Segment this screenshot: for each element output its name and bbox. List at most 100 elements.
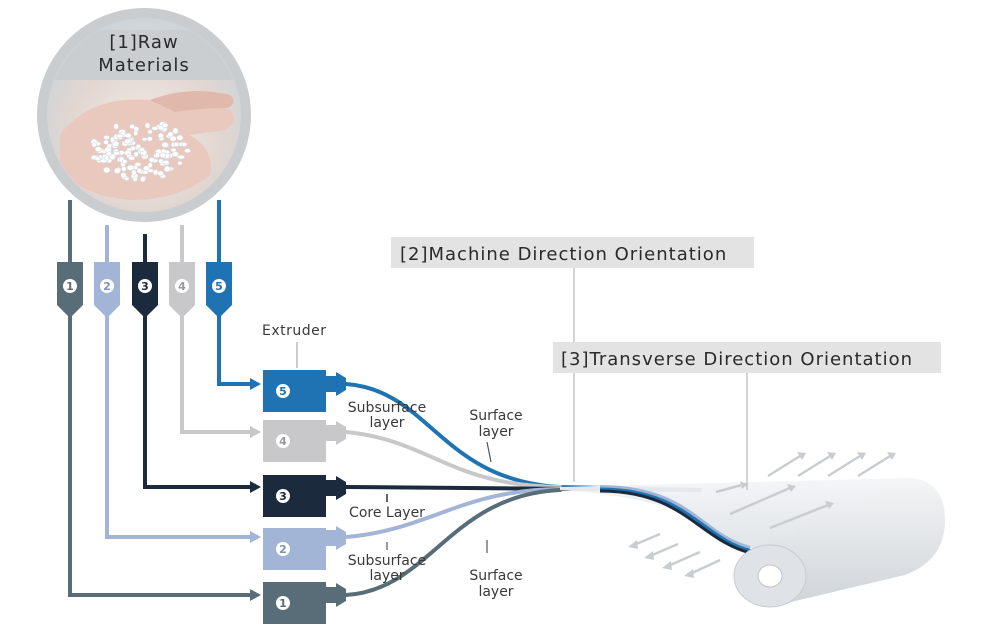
pellet [171,151,179,157]
subsurface-bottom-label-line2: layer [369,568,404,584]
extruder-1-number: 1 [279,597,287,610]
pellet [112,150,121,156]
pellet [121,159,128,164]
pellet [133,151,139,158]
subsurface-bottom-label-line1: Subsurface [348,553,426,569]
extruder-4-number: 4 [279,435,287,448]
core-layer-label: Core Layer [349,505,425,521]
raw-materials-title-line2: Materials [98,55,190,76]
tdo-label: [3]Transverse Direction Orientation [561,349,913,370]
pellet [94,146,102,153]
mdo-label: [2]Machine Direction Orientation [400,244,727,265]
pellet [147,129,153,135]
pellet [121,166,127,172]
pellet [124,176,130,181]
tdo-label-box: [3]Transverse Direction Orientation [553,342,941,490]
hopper-4-number: 4 [178,280,186,293]
pellet [135,144,142,150]
pellet [144,122,151,129]
pellet [154,152,160,158]
pellet [147,162,153,168]
pellet [176,134,184,141]
pellet [94,156,101,161]
pellet [126,164,135,171]
pellet [114,167,121,174]
pellet [177,154,185,160]
pellet [133,130,139,136]
pellet [184,148,191,154]
hopper-3: 3 [132,262,158,318]
pellet [167,131,174,138]
raw-materials-circle: [1]Raw Materials [37,8,251,222]
pellet [162,160,170,165]
feed-lines [68,200,250,597]
hopper-5-number: 5 [215,280,223,293]
pellet [161,141,169,148]
pellet [141,170,149,175]
film-and-roller [560,452,945,608]
stretch-arrows [628,452,896,578]
subsurface-top-label-line1: Subsurface [348,400,426,416]
pellet [103,139,109,145]
pellet [146,136,153,142]
pellet [91,142,97,148]
extruder-label: Extruder [262,323,327,339]
pellet [100,158,108,164]
pellet [162,122,169,129]
pellet [131,169,137,176]
pellet [129,124,135,130]
pellet [116,133,124,139]
pellet [169,135,177,142]
pellet [103,135,110,140]
pellet [163,165,171,173]
pellet [123,138,132,145]
extruder-4: 4 [263,420,346,462]
hoppers: 1 2 3 4 5 [57,262,232,318]
pellet [139,147,145,153]
pellet [172,127,179,135]
extruder-2-number: 2 [279,543,287,556]
pellet [151,126,159,131]
extruder-1: 1 [263,582,346,624]
hand-pellets-image [48,19,240,211]
surface-bottom-label-line2: layer [478,584,513,600]
pellet [124,133,132,139]
pellet [105,151,112,157]
pellet [141,137,148,142]
pellet [148,157,155,163]
pellet [159,152,167,159]
hopper-3-number: 3 [141,280,149,293]
pellet [132,176,138,182]
subsurface-top-label-line2: layer [369,415,404,431]
raw-materials-title-line1: [1]Raw [109,32,178,53]
surface-top-label-line2: layer [478,424,513,440]
extruder-5: 5 [263,370,346,412]
hopper-1: 1 [57,262,83,318]
pellet [181,142,188,147]
roller-body [770,478,945,607]
feed-arrowheads [250,378,261,601]
pellet [136,168,142,174]
pellet [128,155,136,161]
surface-bottom-label-line1: Surface [469,568,522,584]
pellet [113,123,119,130]
pellet [157,170,164,177]
extruder-3-number: 3 [279,490,287,503]
layer-labels: Subsurface layer Surface layer Core Laye… [348,400,523,600]
hopper-2-number: 2 [103,280,111,293]
hopper-5: 5 [206,262,232,318]
extruders: 5 4 3 2 1 [263,370,346,624]
pellet [112,140,120,147]
hopper-2: 2 [94,262,120,318]
surface-top-label-line1: Surface [469,408,522,424]
hopper-1-number: 1 [66,280,74,293]
pellet [177,160,183,166]
pellet [103,166,111,174]
mdo-label-box: [2]Machine Direction Orientation [391,237,754,482]
pellet [147,168,154,173]
extruder-2: 2 [263,526,346,570]
pellet [120,172,127,178]
pellet [140,176,146,183]
